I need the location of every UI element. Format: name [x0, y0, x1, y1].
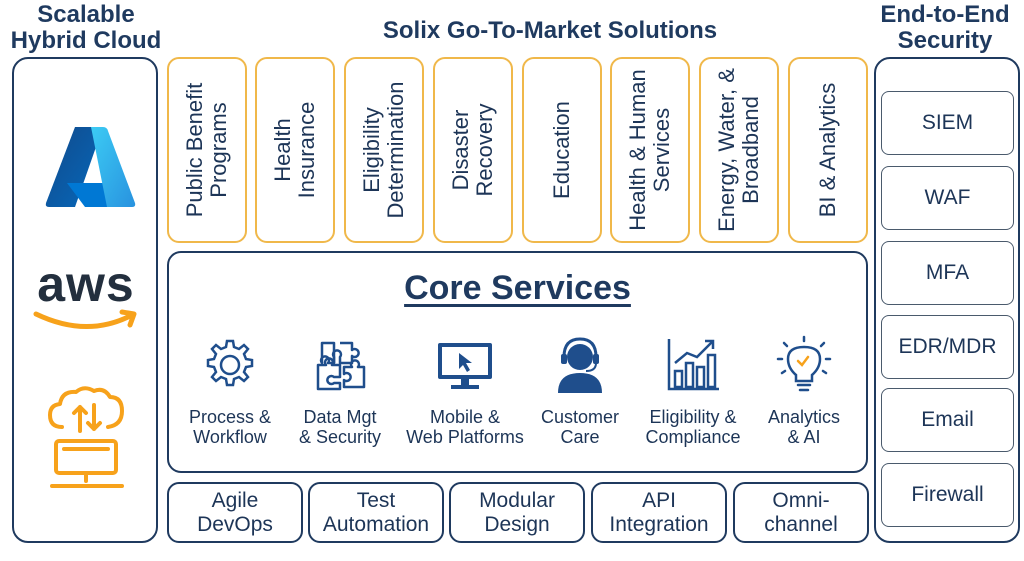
gtm-label: Education	[549, 101, 574, 199]
aws-smile-icon	[33, 309, 137, 329]
service-eligibility-compliance: Eligibility &Compliance	[633, 335, 753, 447]
lightbulb-icon	[776, 335, 832, 392]
core-services-panel: Core Services Process &Workflow Data Mgt…	[167, 251, 868, 473]
cap-omni-channel: Omni-channel	[733, 482, 869, 543]
aws-logo: aws	[30, 258, 142, 338]
security-header-line1: End-to-End	[880, 1, 1010, 28]
hybrid-cloud-header-line2: Hybrid Cloud	[10, 27, 162, 54]
service-label: Mobile &Web Platforms	[406, 407, 524, 447]
security-firewall: Firewall	[881, 463, 1014, 527]
bar-chart-icon	[667, 339, 719, 391]
gtm-header: Solix Go-To-Market Solutions	[382, 17, 718, 44]
security-siem: SIEM	[881, 91, 1014, 155]
hybrid-cloud-header: Scalable Hybrid Cloud	[0, 2, 172, 54]
security-header: End-to-End Security	[866, 2, 1024, 54]
security-email: Email	[881, 388, 1014, 452]
gtm-energy-water-broadband: Energy, Water, &Broadband	[699, 57, 779, 243]
gtm-label: BI & Analytics	[815, 82, 840, 218]
security-panel	[874, 57, 1020, 543]
puzzle-icon	[316, 341, 366, 391]
monitor-cursor-icon	[438, 343, 492, 389]
security-edr-mdr: EDR/MDR	[881, 315, 1014, 379]
gear-icon	[206, 339, 254, 387]
service-process-workflow: Process &Workflow	[175, 335, 285, 447]
security-waf: WAF	[881, 166, 1014, 230]
gtm-bi-analytics: BI & Analytics	[788, 57, 868, 243]
security-mfa: MFA	[881, 241, 1014, 305]
core-services-title: Core Services	[404, 269, 631, 307]
hybrid-cloud-header-line1: Scalable	[37, 1, 135, 28]
security-header-line2: Security	[897, 27, 993, 54]
service-data-mgt-security: Data Mgt& Security	[285, 335, 395, 447]
gtm-label: Energy, Water, &Broadband	[714, 68, 763, 232]
service-label: Analytics& AI	[767, 407, 841, 447]
gtm-education: Education	[522, 57, 602, 243]
hybrid-cloud-panel	[12, 57, 158, 543]
azure-logo	[45, 127, 136, 207]
headset-agent-icon	[558, 337, 602, 393]
hybrid-cloud-icon	[48, 386, 124, 488]
service-label: Eligibility &Compliance	[645, 407, 741, 447]
service-analytics-ai: Analytics& AI	[749, 335, 859, 447]
service-label: Process &Workflow	[188, 407, 272, 447]
aws-logo-text: aws	[37, 256, 135, 312]
service-label: Data Mgt& Security	[298, 407, 382, 447]
service-mobile-web-platforms: Mobile &Web Platforms	[402, 335, 528, 447]
